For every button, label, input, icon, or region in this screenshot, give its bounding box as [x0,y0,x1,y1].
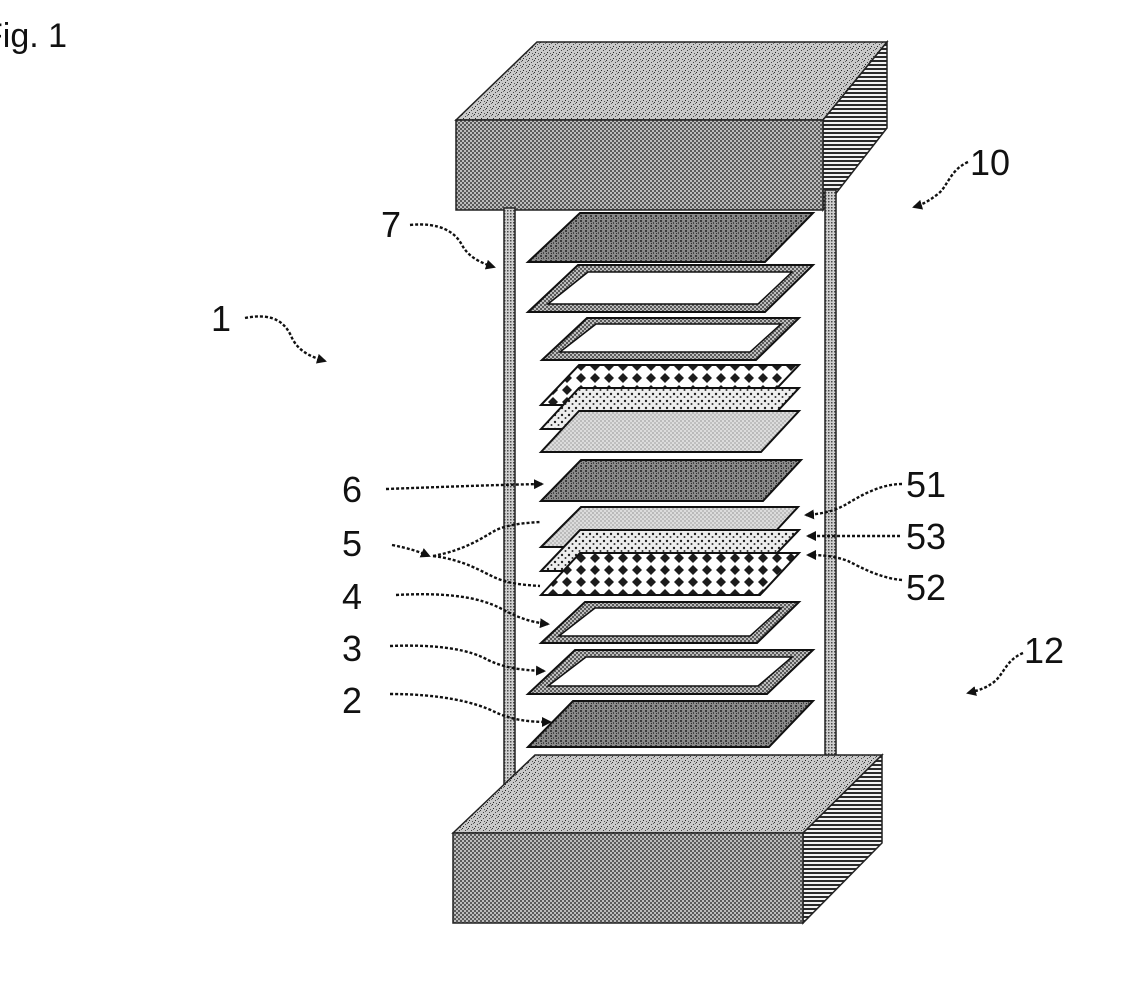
leader-12 [966,651,1024,696]
leader-51 [804,482,903,520]
label-5: 5 [342,523,362,564]
label-53: 53 [906,516,946,557]
label-4: 4 [342,576,362,617]
top-plate-top-face [454,41,889,121]
leader-1 [244,315,327,364]
leader-5-arrow [391,543,431,558]
leader-5-lower [432,554,541,588]
upper-frame-gasket-window [545,271,794,305]
leader-6 [385,479,544,491]
label-3: 3 [342,628,362,669]
leader-7 [409,223,496,270]
figure-title: Fig. 1 [0,17,67,55]
layer-6-sheet [538,459,804,502]
leader-lines [244,160,1024,727]
upper-dark-sheet [525,212,816,263]
top-plate-front-face [455,119,824,211]
label-7: 7 [381,204,401,245]
label-52: 52 [906,567,946,608]
label-2: 2 [342,680,362,721]
leader-10 [912,160,969,210]
label-6: 6 [342,469,362,510]
bottom-end-plate [451,753,884,925]
layer-2-sheet [525,700,816,748]
upper-frame-window [557,323,783,353]
reference-numerals: 10 7 1 51 6 53 5 52 4 12 3 2 [211,142,1064,721]
bottom-plate-front-face [452,832,804,924]
label-1: 1 [211,298,231,339]
leader-52 [806,550,903,582]
leader-5-upper [432,520,541,558]
leader-3 [389,644,546,676]
label-12: 12 [1024,630,1064,671]
label-10: 10 [970,142,1010,183]
top-end-plate [454,39,889,213]
label-51: 51 [906,464,946,505]
leader-2 [389,692,552,727]
layer-4-frame-window [556,607,783,637]
leader-4 [395,593,550,629]
upper-fine-sheet [538,410,802,453]
layer-3-frame-window [545,656,795,687]
layer-stack [525,212,816,748]
tie-rod-left [503,207,516,813]
layer-52-sheet [538,552,802,596]
tie-rod-right [824,189,837,775]
